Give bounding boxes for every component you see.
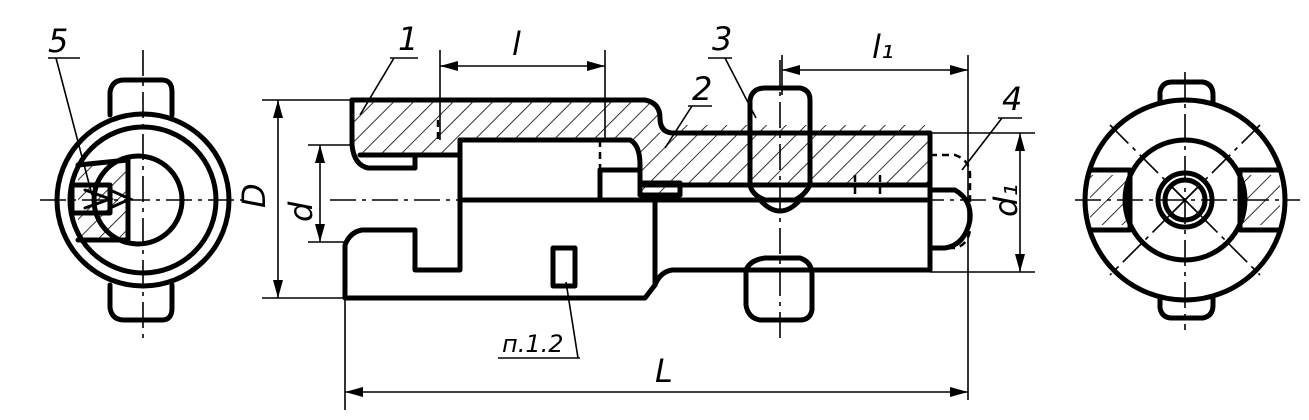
dimension-d1: d₁ — [930, 132, 1035, 273]
part-label-1: 1 — [359, 20, 418, 116]
svg-text:d₁: d₁ — [987, 184, 1025, 217]
part-label-3: 3 — [708, 20, 757, 119]
main-section-view — [330, 60, 990, 340]
dimension-d: d — [282, 144, 352, 243]
part-label-2: 2 — [664, 70, 712, 149]
svg-text:2: 2 — [692, 70, 712, 108]
svg-text:5: 5 — [48, 22, 68, 60]
note-label: п.1.2 — [498, 281, 580, 359]
svg-text:п.1.2: п.1.2 — [502, 330, 564, 358]
svg-text:L: L — [655, 352, 673, 390]
svg-text:3: 3 — [712, 20, 732, 58]
svg-text:4: 4 — [1002, 80, 1022, 118]
dimension-L: L — [344, 298, 968, 410]
left-end-view — [40, 50, 245, 340]
svg-text:l₁: l₁ — [872, 28, 894, 66]
dimension-D: D — [235, 99, 352, 299]
dimension-l1: l₁ — [781, 28, 969, 400]
part-label-5: 5 — [48, 22, 93, 196]
svg-text:d: d — [282, 201, 320, 222]
right-end-view — [1075, 72, 1300, 330]
svg-text:l: l — [512, 25, 521, 63]
dimension-l: l — [439, 25, 606, 140]
svg-text:D: D — [235, 183, 273, 208]
part-label-4: 4 — [961, 80, 1022, 171]
svg-text:1: 1 — [398, 20, 418, 58]
